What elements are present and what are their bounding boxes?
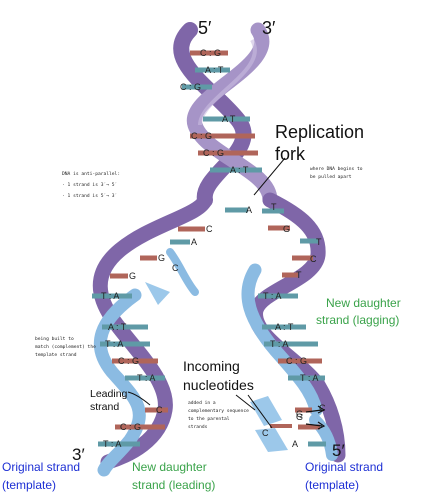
fork-base: C — [310, 254, 317, 264]
base-pair-label: A : T — [205, 65, 224, 75]
top-left-end-label: 5′ — [198, 18, 212, 38]
base-pair-label: A : T — [275, 322, 294, 332]
base-pair-label: T : A — [270, 339, 288, 349]
fork-base: C — [206, 224, 213, 234]
incoming-nucleotide-shapes: G C — [250, 396, 326, 452]
original-right-label-line1: Original strand — [305, 460, 383, 474]
base-pair-label: T : A — [105, 339, 123, 349]
handwritten-line: being built to — [35, 336, 74, 342]
incoming-nucleotides-label-line2: nucleotides — [183, 377, 254, 393]
handwritten-line: template strand — [35, 352, 77, 358]
handwritten-line: · 1 strand is 5′→ 3′ — [62, 193, 117, 199]
incoming-nucleotides-label-line1: Incoming — [183, 358, 240, 374]
original-right-label-line2: (template) — [305, 478, 359, 492]
base-pair-label: A : T — [230, 165, 249, 175]
bottom-left-end-label: 3′ — [72, 445, 85, 464]
base-pair-label: A : T — [108, 322, 127, 332]
fork-base: A — [191, 237, 197, 247]
handwritten-added-note: added in a complementary sequence to the… — [188, 400, 249, 430]
base-pair-label: T : A — [263, 291, 281, 301]
base-pair-label: T : A — [137, 373, 155, 383]
base-pair-label: G — [296, 409, 303, 419]
top-right-end-label: 3′ — [262, 18, 276, 38]
lagging-strand-label-line2: strand (lagging) — [316, 313, 399, 327]
original-left-label-line1: Original strand — [2, 460, 80, 474]
base-pair-label: T : A — [101, 291, 119, 301]
fork-base: T — [296, 270, 302, 280]
base-pair-label: C — [156, 405, 163, 415]
free-nucleotide: G — [296, 412, 303, 422]
leading-strand-label-line2: strand — [90, 401, 119, 413]
base-pair-label: C : G — [118, 356, 139, 366]
right-base-pairs: T : A A : T T : A C : G T : A G C A — [258, 291, 326, 449]
handwritten-line: added in a — [188, 400, 216, 406]
leading-daughter-label-line1: New daughter — [132, 460, 207, 474]
top-base-pairs: C : G A : T C : G A T C : G C : G A : T — [180, 48, 262, 175]
leading-strand-label-line1: Leading — [90, 388, 128, 400]
base-pair-label: C — [319, 403, 326, 413]
handwritten-antiparallel-note: DNA is anti-parallel: · 1 strand is 3′→ … — [62, 171, 120, 199]
left-base-pairs: T : A A : T T : A C : G T : A C C : G T … — [92, 291, 168, 449]
fork-base: G — [283, 224, 290, 234]
replication-fork-label-line2: fork — [275, 144, 306, 164]
handwritten-line: · 1 strand is 3′→ 5′ — [62, 182, 117, 188]
handwritten-line: be pulled apart — [310, 174, 352, 180]
base-pair-label: C : G — [200, 48, 221, 58]
handwritten-line: DNA is anti-parallel: — [62, 171, 120, 177]
fork-bases: A T C G A T G C C G T — [110, 202, 322, 281]
base-pair-label: C : G — [286, 356, 307, 366]
base-pair-label: C : G — [120, 422, 141, 432]
fork-base: G — [129, 271, 136, 281]
fork-base: A — [246, 205, 252, 215]
handwritten-line: where DNA begins to — [310, 166, 363, 172]
handwritten-built-note: being built to match (complement) the te… — [35, 336, 96, 358]
leading-daughter-label-line2: strand (leading) — [132, 478, 215, 492]
bottom-right-end-label: 5′ — [332, 441, 345, 460]
fork-base: T — [316, 237, 322, 247]
pointer-lines — [127, 157, 286, 429]
handwritten-line: match (complement) the — [35, 344, 96, 350]
handwritten-line: complementary sequence — [188, 408, 249, 414]
base-pair-label: T : A — [103, 439, 121, 449]
original-left-label-line2: (template) — [2, 478, 56, 492]
base-pair-label: A T — [222, 114, 236, 124]
base-pair-label: C : G — [180, 82, 201, 92]
lagging-strand-label-line1: New daughter — [326, 296, 401, 310]
fork-base: C — [172, 263, 179, 273]
base-pair-label: C : G — [203, 148, 224, 158]
fork-base: G — [158, 253, 165, 263]
lagging-daughter-strand — [166, 248, 338, 461]
replication-fork-label-line1: Replication — [275, 122, 364, 142]
free-nucleotide: C — [262, 428, 269, 438]
handwritten-line: to the parental — [188, 416, 230, 422]
base-pair-label: A — [292, 439, 298, 449]
handwritten-fork-note: where DNA begins to be pulled apart — [310, 166, 363, 180]
handwritten-line: strands — [188, 424, 208, 430]
base-pair-label: C : G — [191, 131, 212, 141]
base-pair-label: T : A — [300, 373, 318, 383]
fork-base: T — [271, 202, 277, 212]
